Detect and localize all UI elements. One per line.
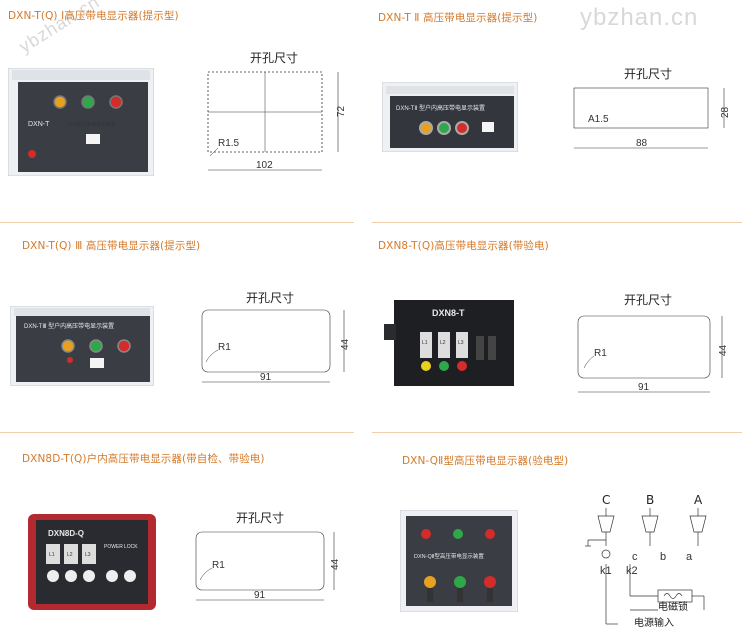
width-dim: 91 xyxy=(254,590,266,601)
cutout-drawing: 开孔尺寸 44 91 R1 xyxy=(577,293,729,393)
device-photo: DXN-QⅡ型高压带电显示装置 xyxy=(400,510,518,612)
phase-label: L2 xyxy=(440,340,446,346)
width-dim: 91 xyxy=(638,382,650,393)
product-title: DXN-T(Q) Ⅲ 高压带电显示器(提示型) xyxy=(22,240,201,252)
panel-label: DXN-QⅡ型高压带电显示装置 xyxy=(414,552,484,560)
section-divider xyxy=(0,432,354,433)
product-title: DXN-T(Q) Ⅰ高压带电显示器(提示型) xyxy=(8,10,179,22)
section-divider xyxy=(372,222,742,223)
phase-label: L1 xyxy=(422,340,428,346)
section-divider xyxy=(372,432,742,433)
product-title: DXN-T Ⅱ 高压带电显示器(提示型) xyxy=(378,12,538,24)
phase-label: L3 xyxy=(458,340,464,346)
power-label: 电源输入 xyxy=(634,616,674,629)
contact-label: k1 xyxy=(600,565,612,577)
panel-label: DXN-TⅢ 型户内高压带电显示装置 xyxy=(24,322,114,330)
width-dim: 102 xyxy=(256,160,273,171)
device-photo: DXN-T 户内高压带电显示装置 xyxy=(8,68,154,176)
width-dim: 91 xyxy=(260,372,272,383)
terminal-label: b xyxy=(660,551,666,563)
phase-label: L2 xyxy=(67,552,73,558)
device-photo: DXN8D-Q L1 L2 L3 POWER LOCK xyxy=(28,514,156,610)
radius-dim: R1 xyxy=(594,348,607,359)
cutout-label: 开孔尺寸 xyxy=(624,67,672,81)
radius-dim: R1.5 xyxy=(218,138,240,149)
cutout-label: 开孔尺寸 xyxy=(236,511,284,525)
height-dim: 28 xyxy=(720,106,731,118)
height-dim: 44 xyxy=(340,338,351,350)
phase-label: A xyxy=(694,493,703,507)
product-title: DXN-QⅡ型高压带电显示器(验电型) xyxy=(402,455,569,467)
phase-label: C xyxy=(602,493,610,507)
section-divider xyxy=(0,222,354,223)
panel-label: DXN-T xyxy=(28,121,50,128)
terminal-label: c xyxy=(632,551,638,563)
cutout-label: 开孔尺寸 xyxy=(624,293,672,307)
phase-label: L3 xyxy=(85,552,91,558)
panel-label: DXN8-T xyxy=(432,308,465,318)
device-photo: DXN-TⅡ 型户内高压带电显示装置 xyxy=(382,82,518,152)
product-title: DXN8-T(Q)高压带电显示器(带验电) xyxy=(378,240,549,252)
button-label: LOCK xyxy=(124,544,138,550)
height-dim: 44 xyxy=(718,344,729,356)
watermark: ybzhan.cn xyxy=(580,4,699,31)
contact-label: k2 xyxy=(626,565,638,577)
phase-label: B xyxy=(646,493,654,507)
terminal-label: a xyxy=(686,551,693,563)
phase-label: L1 xyxy=(49,552,55,558)
cutout-drawing: 开孔尺寸 A1.5 28 88 xyxy=(573,67,731,149)
cutout-label: 开孔尺寸 xyxy=(250,51,298,65)
wiring-schematic: C B A c b a k1 k2 电磁锁 电源输入 xyxy=(585,493,707,629)
radius-dim: R1 xyxy=(212,560,225,571)
svg-text:户内高压带电显示装置: 户内高压带电显示装置 xyxy=(66,121,116,128)
product-title: DXN8D-T(Q)户内高压带电显示器(带自检、带验电) xyxy=(22,453,265,465)
radius-dim: A1.5 xyxy=(588,114,609,125)
device-photo: DXN-TⅢ 型户内高压带电显示装置 xyxy=(10,306,154,386)
lock-label: 电磁锁 xyxy=(658,600,688,613)
cutout-drawing: 开孔尺寸 44 91 R1 xyxy=(195,511,340,601)
height-dim: 72 xyxy=(336,105,347,117)
cutout-drawing: 开孔尺寸 72 102 R1.5 xyxy=(207,51,347,171)
panel-label: DXN8D-Q xyxy=(48,529,84,538)
height-dim: 44 xyxy=(330,558,340,570)
width-dim: 88 xyxy=(636,138,648,149)
cutout-drawing: 开孔尺寸 44 91 R1 xyxy=(201,291,351,383)
panel-label: DXN-TⅡ 型户内高压带电显示装置 xyxy=(396,104,485,112)
button-label: POWER xyxy=(104,544,123,550)
device-photo: DXN8-T L1 L2 L3 xyxy=(384,300,514,386)
radius-dim: R1 xyxy=(218,342,231,353)
cutout-label: 开孔尺寸 xyxy=(246,291,294,305)
